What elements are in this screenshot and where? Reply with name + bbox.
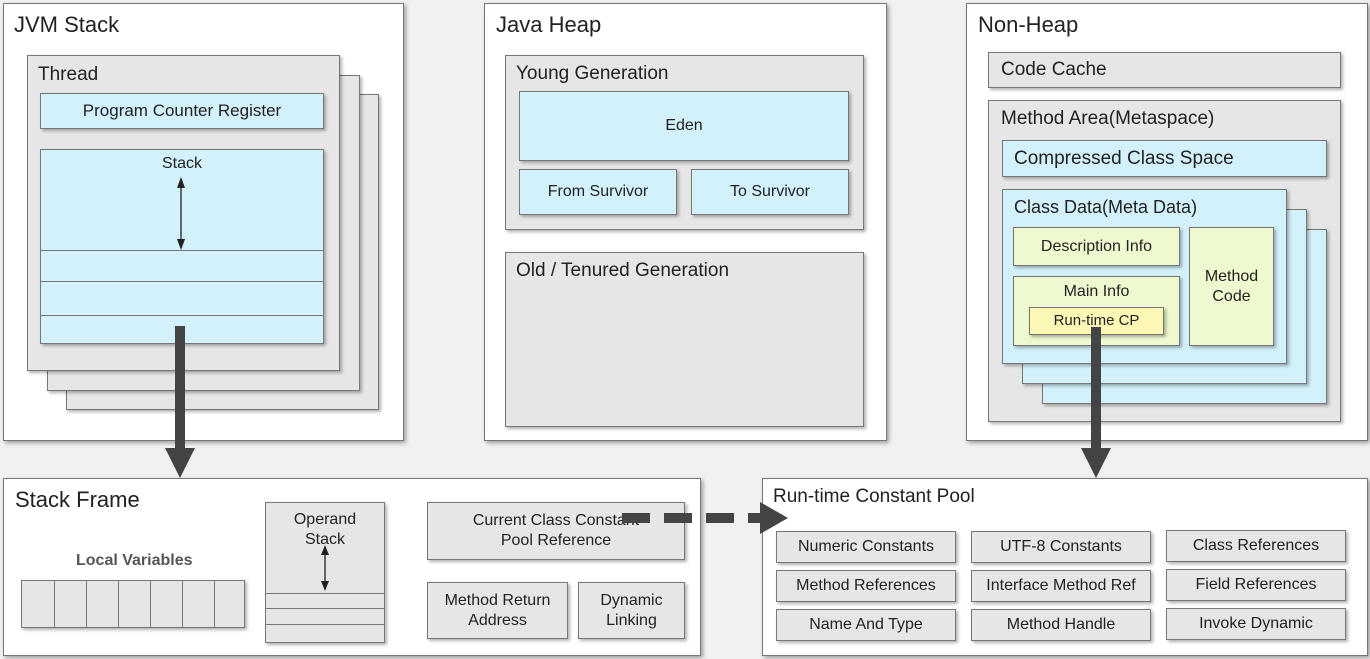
method-area-box: Method Area(Metaspace) Compressed Class … bbox=[988, 100, 1341, 422]
local-variables-label: Local Variables bbox=[76, 552, 193, 569]
local-variables-array bbox=[21, 580, 245, 628]
young-generation-label: Young Generation bbox=[516, 63, 669, 84]
stack-box: Stack bbox=[40, 149, 324, 344]
main-info-label: Main Info bbox=[1063, 283, 1130, 300]
local-variable-slot-divider bbox=[54, 581, 55, 627]
pool-item-numeric-constants: Numeric Constants bbox=[776, 531, 956, 563]
pool-item-class-references: Class References bbox=[1166, 530, 1346, 562]
dynamic-linking-box: Dynamic Linking bbox=[578, 582, 685, 639]
local-variable-slot-divider bbox=[182, 581, 183, 627]
pool-item-method-handle: Method Handle bbox=[971, 609, 1151, 641]
from-survivor-box: From Survivor bbox=[519, 169, 677, 215]
stack-divider bbox=[41, 250, 323, 251]
compressed-class-space-box: Compressed Class Space bbox=[1002, 140, 1327, 177]
java-heap-panel: Java Heap Young Generation Eden From Sur… bbox=[484, 3, 887, 441]
runtime-cp-box: Run-time CP bbox=[1029, 307, 1164, 335]
stack-divider bbox=[41, 281, 323, 282]
method-area-label: Method Area(Metaspace) bbox=[1001, 108, 1215, 129]
operand-stack-label: Operand Stack bbox=[293, 511, 357, 548]
compressed-class-space-label: Compressed Class Space bbox=[1014, 148, 1234, 169]
pool-item-interface-method-ref: Interface Method Ref bbox=[971, 570, 1151, 602]
main-info-box: Main Info Run-time CP bbox=[1013, 276, 1180, 346]
operand-stack-box: Operand Stack bbox=[265, 502, 385, 643]
young-generation-box: Young Generation Eden From Survivor To S… bbox=[505, 55, 864, 230]
local-variable-slot-divider bbox=[214, 581, 215, 627]
old-generation-label: Old / Tenured Generation bbox=[516, 260, 730, 281]
to-survivor-box: To Survivor bbox=[691, 169, 849, 215]
jvm-stack-panel: JVM Stack Thread Program Counter Registe… bbox=[3, 3, 404, 441]
pool-item-method-references: Method References bbox=[776, 570, 956, 602]
java-heap-title: Java Heap bbox=[496, 12, 602, 37]
pool-item-field-references: Field References bbox=[1166, 569, 1346, 601]
stack-frame-title: Stack Frame bbox=[15, 487, 140, 512]
runtime-constant-pool-title: Run-time Constant Pool bbox=[773, 486, 975, 507]
stack-divider bbox=[41, 315, 323, 316]
jvm-stack-title: JVM Stack bbox=[14, 12, 120, 37]
local-variable-slot-divider bbox=[118, 581, 119, 627]
method-code-box: Method Code bbox=[1189, 227, 1274, 346]
current-class-constant-pool-reference-box: Current Class Constant Pool Reference bbox=[427, 502, 685, 560]
thread-label: Thread bbox=[38, 64, 99, 85]
class-data-label: Class Data(Meta Data) bbox=[1014, 197, 1198, 217]
pool-item-invoke-dynamic: Invoke Dynamic bbox=[1166, 608, 1346, 640]
runtime-constant-pool-panel: Run-time Constant Pool Numeric Constants… bbox=[762, 478, 1368, 656]
description-info-box: Description Info bbox=[1013, 227, 1180, 266]
operand-stack-divider bbox=[266, 593, 384, 594]
thread-card: Thread Program Counter Register Stack bbox=[27, 55, 340, 371]
eden-box: Eden bbox=[519, 91, 849, 161]
method-return-address-box: Method Return Address bbox=[427, 582, 568, 639]
stack-frame-panel: Stack Frame Local Variables Operand Stac… bbox=[3, 478, 701, 656]
operand-stack-divider bbox=[266, 608, 384, 609]
operand-stack-divider bbox=[266, 624, 384, 625]
old-generation-box: Old / Tenured Generation bbox=[505, 252, 864, 427]
pool-item-utf8-constants: UTF-8 Constants bbox=[971, 531, 1151, 563]
non-heap-title: Non-Heap bbox=[978, 12, 1079, 37]
code-cache-label: Code Cache bbox=[1001, 59, 1107, 80]
code-cache-box: Code Cache bbox=[988, 52, 1341, 88]
local-variable-slot-divider bbox=[86, 581, 87, 627]
pool-item-name-and-type: Name And Type bbox=[776, 609, 956, 641]
stack-label: Stack bbox=[161, 155, 202, 172]
non-heap-panel: Non-Heap Code Cache Method Area(Metaspac… bbox=[966, 3, 1368, 441]
class-data-card: Class Data(Meta Data) Description Info M… bbox=[1002, 189, 1287, 364]
program-counter-register: Program Counter Register bbox=[40, 93, 324, 129]
local-variable-slot-divider bbox=[150, 581, 151, 627]
